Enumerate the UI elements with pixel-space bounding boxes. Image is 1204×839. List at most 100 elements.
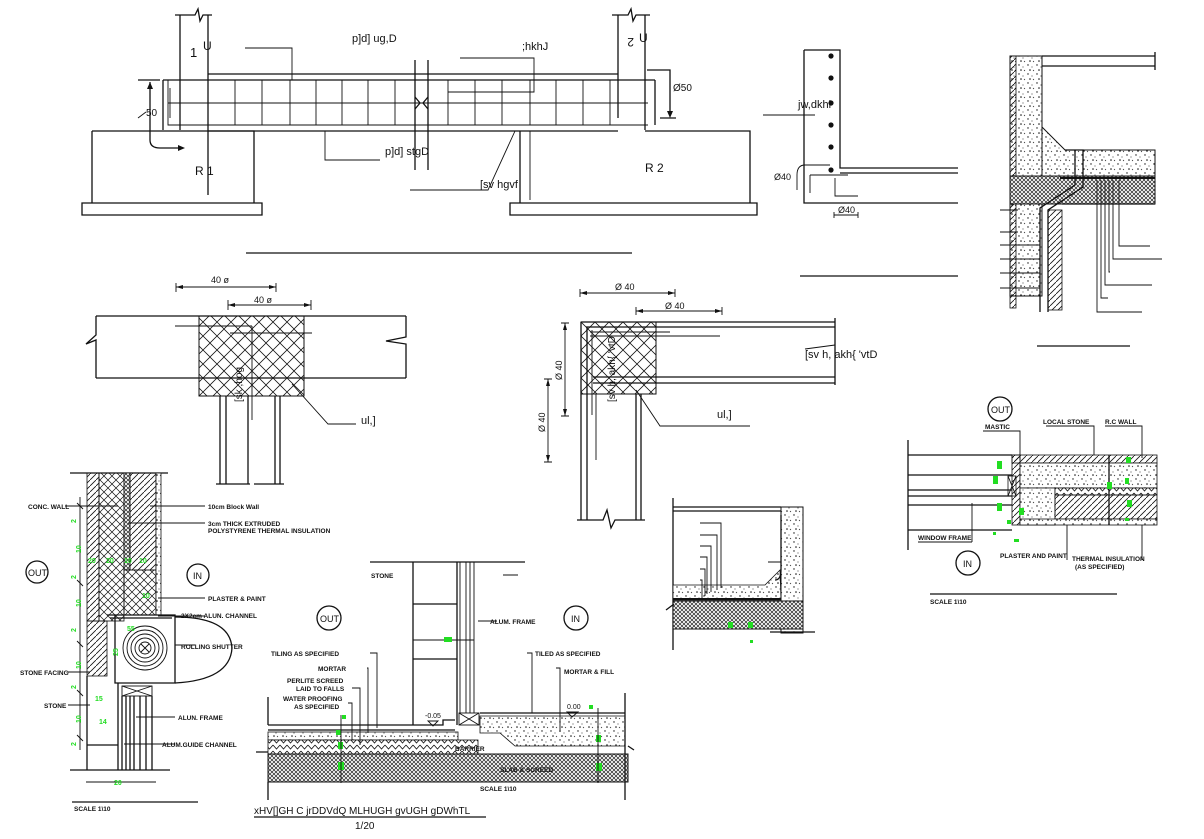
l-dim-side-1: Ø 40 [554,360,564,380]
l-column [580,322,642,520]
label-tiled: TILED AS SPECIFIED [535,651,601,658]
svg-text:2: 2 [71,575,78,579]
svg-text:10: 10 [139,558,147,565]
support-r1 [81,130,263,216]
l-leader-label: ul,] [717,409,732,421]
column-left-break [175,6,212,24]
label-insulation-sub: (AS SPECIFIED) [1075,564,1124,571]
stirrups [169,80,646,125]
label-waterproofing-sub: AS SPECIFIED [294,704,339,711]
level-out: -0.05 [425,713,441,720]
svg-text:2: 2 [71,742,78,746]
label-mastic: MASTIC [985,424,1010,431]
label-alum-frame: ALUM. FRAME [490,619,536,626]
bar-label: jw,dkhl [797,99,831,111]
threshold-out-circle [316,605,342,631]
shutter-roll [122,625,168,671]
break-zigzag [414,96,429,110]
label-stone-facing: STONE FACING [20,670,69,677]
svg-text:14: 14 [99,719,107,726]
drain-layer-leaders-right [1096,180,1162,313]
window-plan-detail: OUT IN MASTIC LOCAL STONE R.C WALL WINDO… [907,396,1158,606]
window-in-tag: IN [963,559,972,569]
l-dim-side-2: Ø 40 [537,412,547,432]
t-dims [175,283,312,310]
l-column-break [577,507,645,530]
threshold-title: xHV[]GH C jrDDVdQ MLHUGH gvUGH gDWhTL [254,806,471,817]
label-perlite: PERLITE SCREED [287,678,344,685]
beam-break-line [414,60,429,170]
drain-layer-leaders-left [1000,209,1040,289]
t-beam-breaks [85,316,407,378]
l-beam [581,318,836,385]
label-stone: STONE [44,703,67,710]
svg-text:10: 10 [76,661,83,669]
label-barrier: BARRIER [455,746,485,753]
shutter-leaders [65,505,205,745]
hook-leader [796,164,830,190]
label-window-frame: WINDOW FRAME [918,535,972,542]
hook-dim-label: Ø40 [774,172,791,182]
svg-text:15: 15 [95,696,103,703]
threshold-frame [459,562,475,725]
threshold-in-tag: IN [571,614,580,624]
svg-text:2: 2 [71,519,78,523]
label-local-stone: LOCAL STONE [1043,419,1090,426]
in-tag: IN [193,571,202,581]
dim-left-label: 50 [146,108,158,119]
label-insulation: 3cm THICK EXTRUDED [208,521,281,528]
wall-slab-outline [803,49,958,204]
support-r2 [509,130,758,216]
column-left-label: 1 [190,45,197,60]
label-block-wall: 10cm Block Wall [208,504,259,511]
bottom-bar-label: p]d] stgD [385,146,429,158]
label-mortar-fill: MORTAR & FILL [564,669,614,676]
label-leaders [245,47,535,200]
threshold-leaders [348,574,561,745]
l-beam-label: [sv h, akh{ 'vtD [805,349,877,361]
dim-left-slash [137,111,147,119]
beam-label: [sv hgvf [480,179,519,191]
svg-text:10: 10 [76,545,83,553]
t-leader [291,383,356,425]
window-in-circle [955,550,981,576]
svg-text:10: 10 [142,593,150,600]
svg-text:20: 20 [106,558,114,565]
wall-slab-bars [809,174,858,197]
label-waterproofing: WATER PROOFING [283,696,342,703]
label-guide: ALUM.GUIDE CHANNEL [162,742,237,749]
beam-outline [162,73,656,132]
label-insulation: THERMAL INSULATION [1072,556,1145,563]
t-dim-2: 40 ø [254,295,273,305]
dim-right-leader [647,69,676,119]
shutter-green-dims: 2 10 2 10 2 10 2 10 2 20 20 10 10 10 55 … [71,519,150,787]
support-r1-label: R 1 [195,164,214,178]
shutter-scale: SCALE 1\10 [74,806,111,813]
label-plaster: PLASTER AND PAINT [1000,553,1067,560]
joint-detail-l: Ø 40 Ø 40 Ø 40 Ø 40 [sv h, akh{ 'vtD [sv… [537,282,877,530]
label-stone: STONE [371,573,394,580]
column-right-label: 2 [627,35,634,49]
label-plaster: PLASTER & PAINT [208,596,266,603]
svg-text:2: 2 [71,685,78,689]
l-dims-side [544,322,569,463]
label-channel: 2X2cm ALUN. CHANNEL [181,613,257,620]
label-shutter: ROLLING SHUTTER [181,644,243,651]
bottom-dim [833,212,859,218]
l-dims-top [579,289,723,315]
window-leaders [918,425,1143,560]
column-right-mark: U [639,31,648,45]
threshold-in-circle [563,605,589,631]
dim-right-label: Ø50 [673,83,692,94]
drain-detail [1000,52,1162,347]
rebar-dots [828,53,834,173]
shutter-hood [174,616,233,684]
wall-slab-detail: jw,dkhl Ø40 Ø40 [763,49,958,277]
l-dim-top-1: Ø 40 [615,282,635,292]
out-tag-circle [25,560,49,584]
shutter-frame [70,676,170,771]
threshold-detail: SLAB & SCREED BARRIER STONE ALUM. FRAME … [254,561,635,832]
window-out-tag: OUT [991,405,1011,415]
svg-text:2: 2 [71,628,78,632]
